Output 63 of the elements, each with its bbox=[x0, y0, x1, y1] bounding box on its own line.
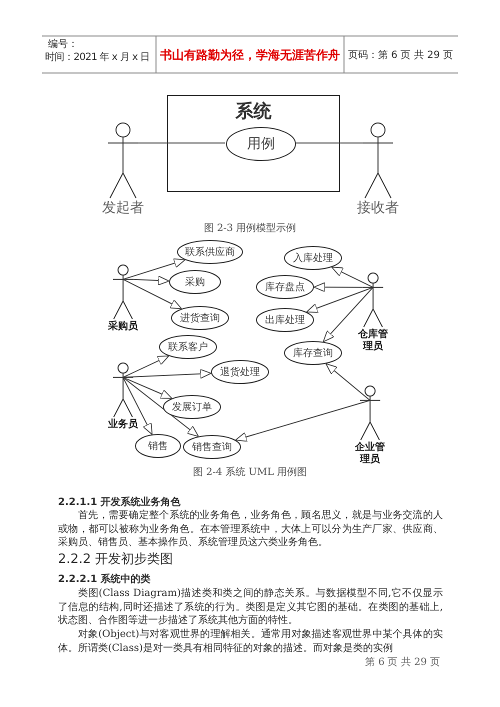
body-paragraph: 首先，需要确定整个系统的业务角色，业务角色，顾名思义，就是与业务交流的人或物，都可以被称为业务角色。在本管理系统中，大体上可以分为生产厂家、供应商、采购员、销售员、基本操作员、系统管理员这六类业务角色。 bbox=[58, 509, 443, 550]
use-case-ellipse bbox=[171, 306, 229, 330]
use-case-ellipse bbox=[211, 360, 269, 384]
association-line bbox=[132, 276, 170, 286]
association-line bbox=[306, 286, 374, 313]
use-case-ellipse bbox=[284, 341, 342, 365]
use-case-ellipse bbox=[163, 395, 221, 419]
association-line bbox=[122, 376, 199, 437]
actor-name: 业务员 bbox=[107, 418, 139, 432]
association-line bbox=[122, 278, 182, 310]
system-boundary-box bbox=[167, 95, 340, 192]
header-field: 编号： bbox=[48, 38, 146, 52]
system-title: 系统 bbox=[234, 100, 272, 123]
body-paragraph: 类图(Class Diagram)描述类和类之间的静态关系。与数据模型不同,它不仅显示了信息的结构,同时还描述了系统的行为。类图是定义其它图的基础。在类图的基础上,状态图、合作图等进一步描述了系统其他方面的特性。 bbox=[58, 587, 443, 628]
use-case-label: 退货处理 bbox=[220, 366, 260, 379]
page-number: 页码：第 6 页 共 29 页 bbox=[348, 49, 454, 63]
association-line bbox=[122, 368, 212, 379]
use-case-label: 库存查询 bbox=[293, 346, 333, 360]
use-case-label: 联系供应商 bbox=[185, 246, 235, 259]
association-line bbox=[314, 282, 364, 292]
association-line bbox=[322, 286, 374, 342]
header-field: 时间：2021 年 x 月 x 日 bbox=[45, 51, 147, 65]
use-case-label: 联系客户 bbox=[168, 340, 208, 354]
section-heading: 2.2.2.1 系统中的类 bbox=[58, 573, 152, 587]
use-case-ellipse bbox=[256, 275, 314, 299]
use-case-ellipse bbox=[169, 270, 221, 294]
figure-caption: 图 2-4 系统 UML 用例图 bbox=[192, 466, 308, 480]
use-case-ellipse bbox=[135, 434, 181, 458]
header-motto: 书山有路勤为径，学海无涯苦作舟 bbox=[159, 49, 341, 63]
section-heading: 2.2.2 开发初步类图 bbox=[58, 553, 174, 567]
actor-name: 采购员 bbox=[107, 320, 139, 334]
use-case-label: 入库处理 bbox=[293, 252, 333, 265]
association-line bbox=[138, 142, 226, 144]
use-case-ellipse bbox=[226, 127, 296, 161]
section-heading: 2.2.1.1 开发系统业务角色 bbox=[58, 496, 182, 510]
use-case-ellipse bbox=[159, 335, 217, 359]
use-case-label: 销售 bbox=[148, 440, 168, 453]
association-line bbox=[122, 376, 153, 435]
actor-name: 接收者 bbox=[356, 200, 400, 218]
use-case-label: 采购 bbox=[185, 276, 205, 289]
association-line bbox=[331, 266, 374, 288]
association-line bbox=[325, 363, 370, 401]
actor-name: 企业管理员 bbox=[354, 442, 386, 467]
use-case-label: 出库处理 bbox=[265, 314, 305, 327]
use-case-label: 进货查询 bbox=[180, 312, 220, 325]
actor-name: 发起者 bbox=[101, 200, 145, 218]
figure-caption: 图 2-3 用例模型示例 bbox=[202, 222, 298, 236]
use-case-label: 用例 bbox=[247, 135, 275, 153]
association-line bbox=[122, 355, 170, 378]
association-line bbox=[294, 142, 364, 144]
use-case-ellipse bbox=[183, 435, 241, 459]
association-line bbox=[122, 376, 172, 399]
use-case-label: 发展订单 bbox=[172, 400, 212, 414]
use-case-ellipse bbox=[177, 240, 243, 264]
use-case-label: 库存盘点 bbox=[265, 280, 305, 294]
use-case-label: 销售查询 bbox=[192, 440, 232, 454]
association-line bbox=[122, 258, 186, 280]
actor-name: 仓库管理员 bbox=[357, 328, 389, 354]
association-line bbox=[235, 400, 370, 442]
body-paragraph: 对象(Object)与对客观世界的理解相关。通常用对象描述客观世界中某个具体的实体。所谓类(Class)是对一类具有相同特征的对象的描述。而对象是类的实例 bbox=[58, 628, 443, 656]
use-case-ellipse bbox=[284, 246, 342, 270]
page-footer: 第 6 页 共 29 页 bbox=[340, 656, 440, 670]
use-case-ellipse bbox=[256, 308, 314, 332]
